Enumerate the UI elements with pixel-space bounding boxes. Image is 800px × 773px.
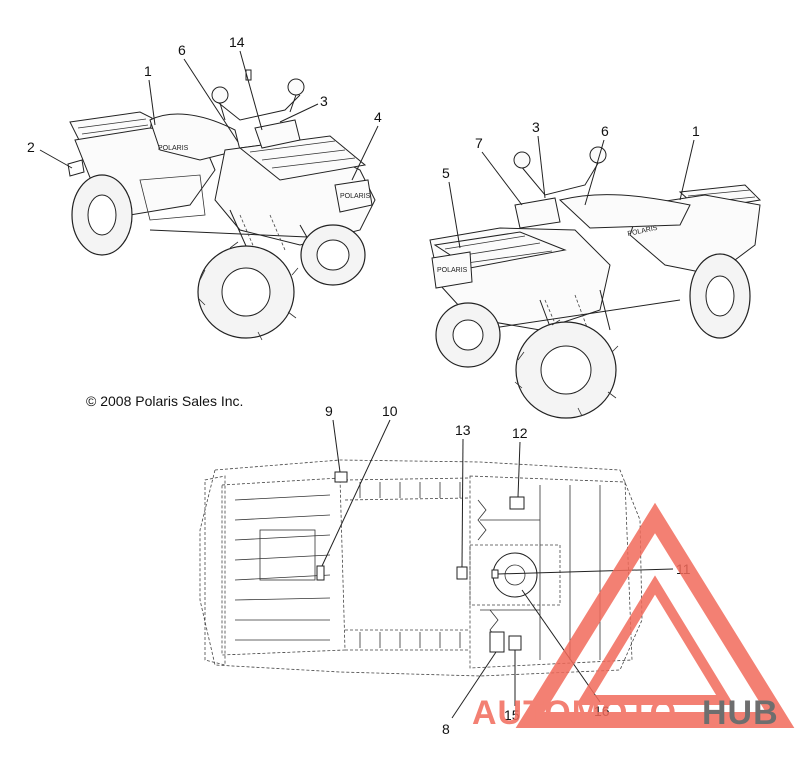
callout-label: 3	[532, 119, 540, 135]
callout-label: 3	[320, 93, 328, 109]
watermark-text-primary: AUTOMOTO	[472, 694, 677, 732]
decal-10	[316, 565, 325, 581]
callout-label: 8	[442, 721, 450, 737]
decal-15	[508, 635, 522, 651]
callout-label: 13	[455, 422, 471, 438]
callout-label: 7	[475, 135, 483, 151]
decal-12	[509, 496, 525, 510]
callout-label: 1	[144, 63, 152, 79]
copyright-notice: © 2008 Polaris Sales Inc.	[86, 393, 243, 409]
atv-left-illustration: POLARIS POLARIS	[67, 69, 376, 341]
callout-label: 9	[325, 403, 333, 419]
brand-decal-right-front: POLARIS	[437, 267, 468, 274]
decal-9	[334, 471, 348, 483]
callout-label: 6	[601, 123, 609, 139]
callout-label: 14	[229, 34, 245, 50]
callout-label: 12	[512, 425, 528, 441]
callout-label: 15	[504, 707, 520, 723]
brand-decal-left-front: POLARIS	[340, 193, 371, 200]
callout-label: 5	[442, 165, 450, 181]
atv-underside-illustration	[199, 459, 643, 677]
callout-label: 4	[374, 109, 382, 125]
watermark-text-secondary: HUB	[702, 694, 779, 732]
callout-label: 2	[27, 139, 35, 155]
decal-11	[491, 569, 499, 579]
decal-13	[456, 566, 468, 580]
callout-label: 6	[178, 42, 186, 58]
callout-label: 10	[382, 403, 398, 419]
brand-decal-left-side: POLARIS	[158, 145, 189, 152]
callouts-right-atv: 1 3 5 6 7	[442, 119, 700, 249]
callout-label: 1	[692, 123, 700, 139]
watermark-logo: AUTOMOTO HUB	[472, 502, 795, 732]
atv-right-illustration: POLARIS POLARIS	[429, 146, 762, 419]
decal-8	[489, 631, 505, 653]
callouts-left-atv: 1 2 3 4 6 14	[27, 34, 382, 181]
